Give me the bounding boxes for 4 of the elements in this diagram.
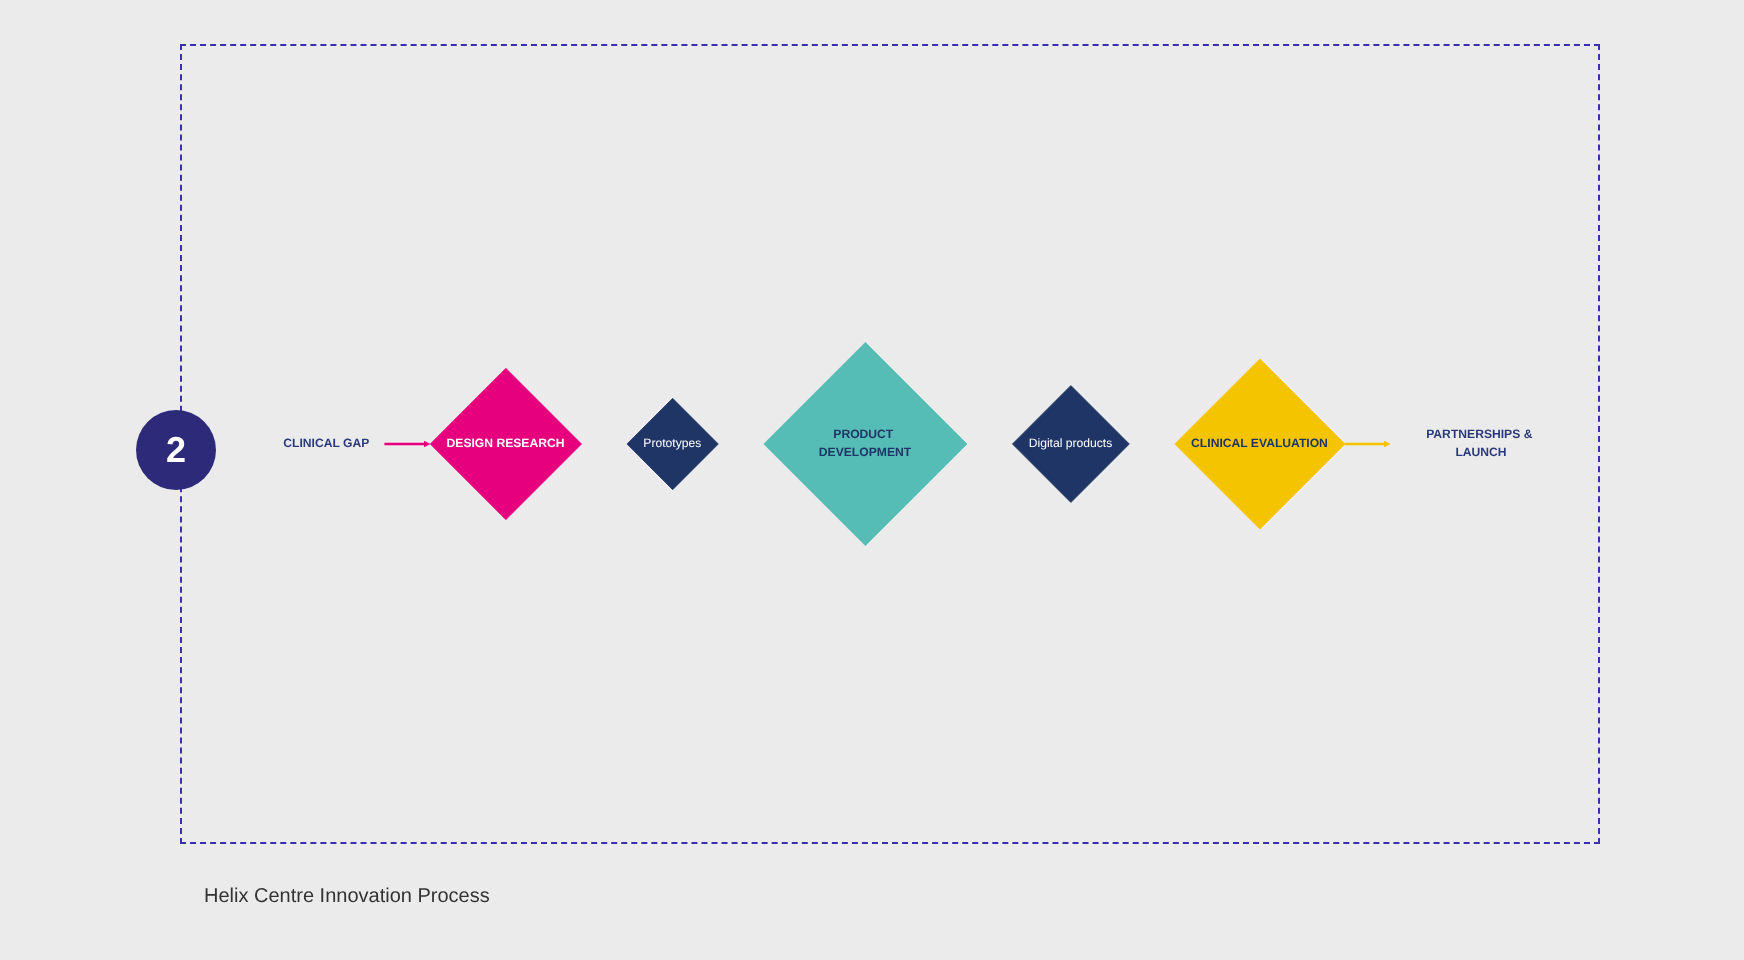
step-number-badge: 2 [136, 410, 216, 490]
arrow [1344, 440, 1391, 448]
arrow [384, 440, 431, 448]
caption: Helix Centre Innovation Process [204, 886, 490, 908]
